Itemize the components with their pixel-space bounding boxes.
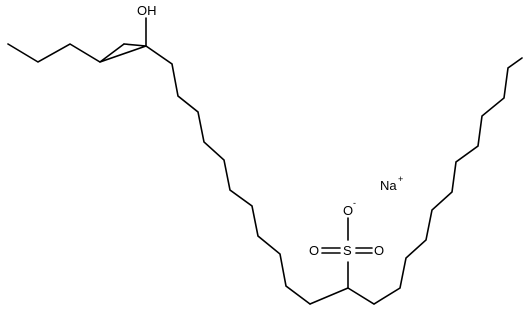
chain-bond-c5-c6 — [123, 43, 147, 47]
upper-chain-bonds — [7, 43, 311, 305]
oxygen-top-label: O — [343, 203, 353, 218]
sodium-label: Na — [380, 178, 397, 193]
right-chain-bonds — [347, 57, 523, 305]
lower-carbon-chain — [309, 57, 523, 305]
sulfur-label: S — [343, 243, 352, 258]
upper-carbon-chain — [7, 17, 311, 305]
oxygen-top-charge: - — [353, 198, 356, 208]
oxygen-left-label: O — [309, 243, 319, 258]
oxygen-right-label: O — [374, 243, 384, 258]
chain-bond-c4-c5 — [99, 43, 125, 63]
hydroxyl-label: OH — [137, 3, 157, 18]
sodium-charge: + — [398, 174, 403, 184]
chain-bond-to-ch — [309, 287, 349, 305]
